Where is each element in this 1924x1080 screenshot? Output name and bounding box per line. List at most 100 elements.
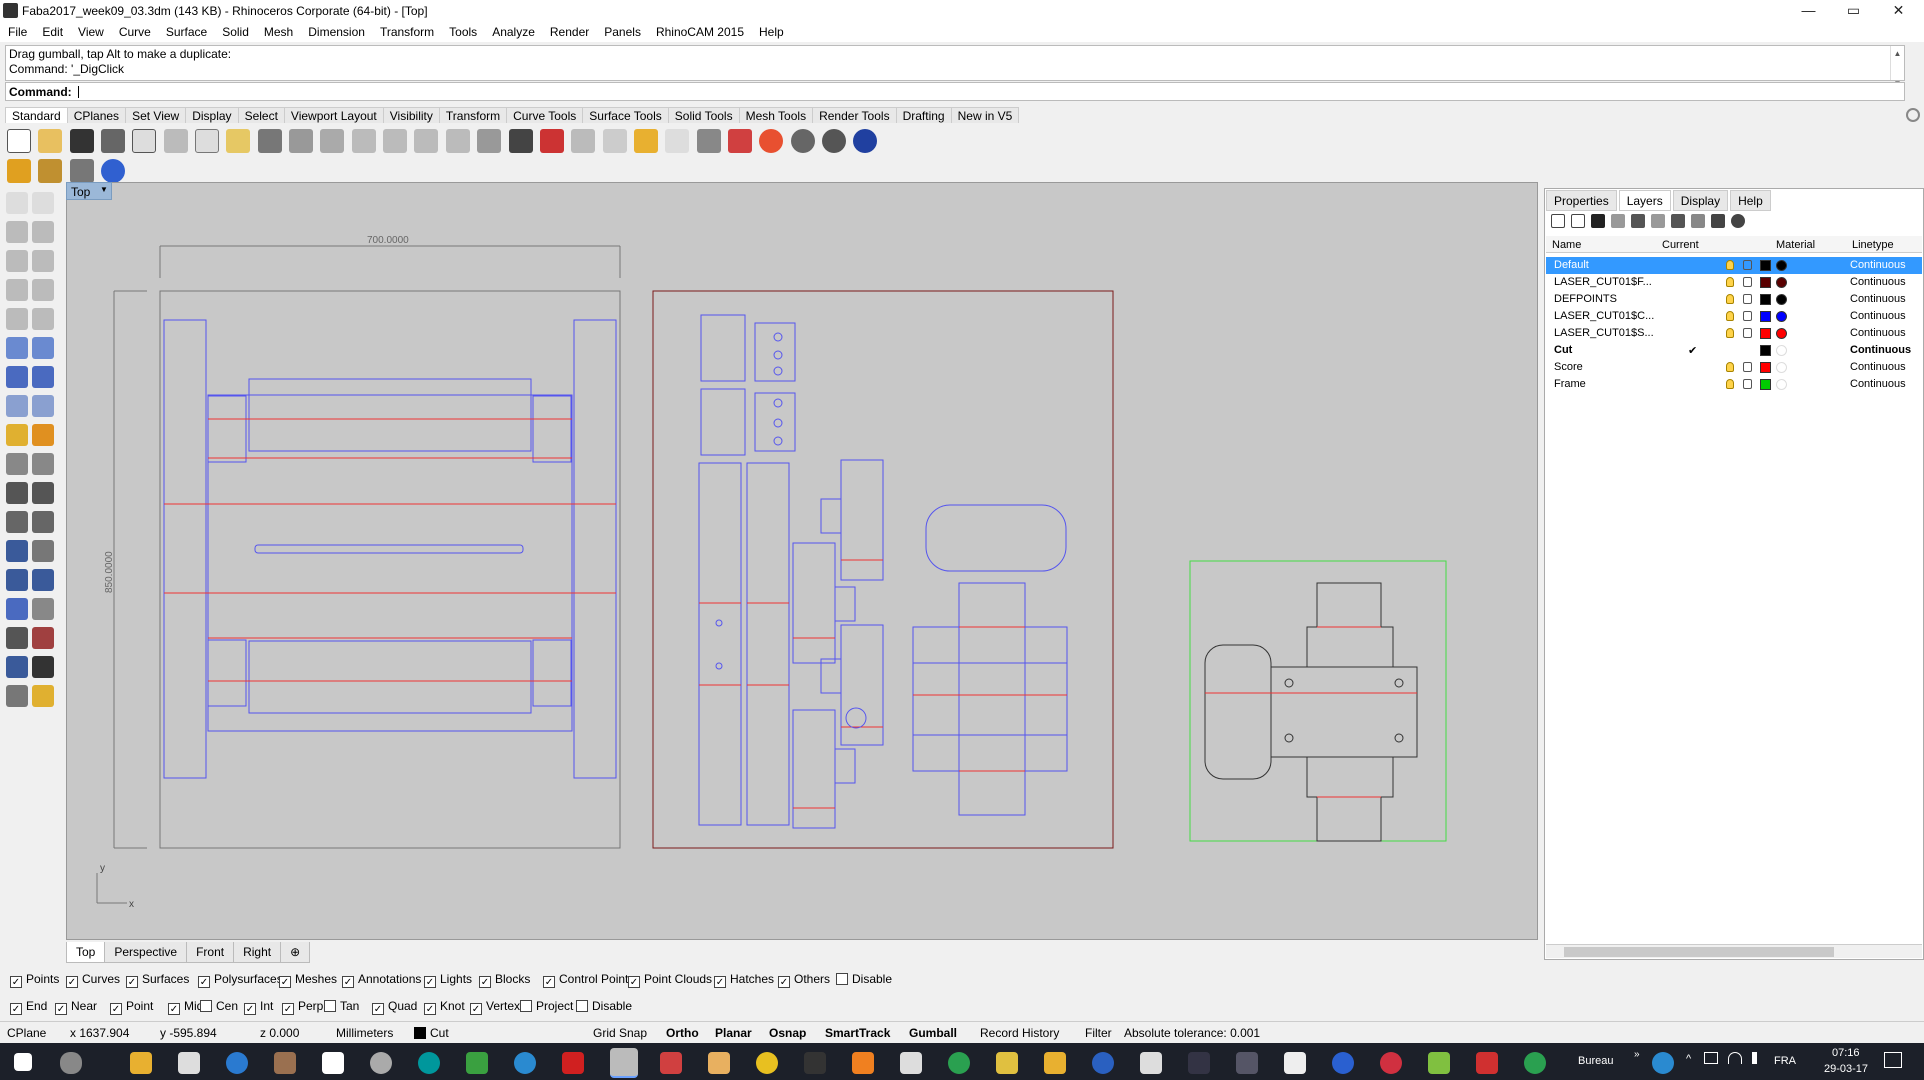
rendered-sphere-icon[interactable] [821,129,846,153]
tools-wrench-icon[interactable] [1711,214,1725,228]
analyze-icon[interactable] [6,656,28,678]
gumball-toggle[interactable]: Gumball [909,1026,958,1040]
material-icon[interactable] [32,685,54,707]
menu-curve[interactable]: Curve [118,25,151,39]
undo-view-icon[interactable] [477,129,502,153]
group-icon[interactable] [6,482,28,504]
gear-icon[interactable] [1906,108,1920,122]
zoom-selected-icon[interactable] [445,129,470,153]
menu-rhinocam[interactable]: RhinoCAM 2015 [655,25,745,39]
checkbox-icon[interactable]: ✓ [714,976,726,988]
lock-icon[interactable] [1743,379,1752,389]
rhino-taskbar-icon[interactable] [610,1048,638,1078]
checkbox-icon[interactable]: ✓ [424,1003,436,1015]
osnap-checkbox[interactable]: Cen [200,999,238,1013]
viewport-tab-front[interactable]: Front [186,942,235,963]
lock-icon[interactable] [696,129,721,153]
light-icon[interactable] [6,424,28,446]
extrude-icon[interactable] [6,598,28,620]
osnap-checkbox[interactable]: ✓Mid [168,999,203,1015]
tab-mesh-tools[interactable]: Mesh Tools [738,107,814,123]
restore-button[interactable]: ▭ [1846,2,1861,18]
app-icon[interactable] [370,1052,392,1074]
rotate-view-icon[interactable] [320,129,345,153]
zoom-window-icon[interactable] [383,129,408,153]
lightbulb-icon[interactable] [1726,260,1734,270]
menu-dimension[interactable]: Dimension [308,25,365,39]
layer-color-swatch[interactable] [1760,362,1771,373]
app-icon[interactable] [708,1052,730,1074]
checkbox-icon[interactable]: ✓ [66,976,78,988]
boolean-icon[interactable] [32,366,54,388]
update-icon[interactable] [1652,1052,1674,1074]
new-sublayer-icon[interactable] [1571,214,1585,228]
notifications-icon[interactable] [1884,1052,1902,1068]
zoom-icon[interactable] [351,129,376,153]
viewport-tab-top[interactable]: Top [66,942,106,963]
layer-help-icon[interactable] [1731,214,1745,228]
panel-tab-layers[interactable]: Layers [1618,190,1671,211]
current-layer[interactable]: Cut [430,1026,449,1040]
layer-name[interactable]: LASER_CUT01$F... [1554,276,1652,288]
layer-name[interactable]: LASER_CUT01$S... [1554,327,1654,339]
fillet-edge-icon[interactable] [32,511,54,533]
render-icon[interactable] [853,129,878,153]
app-icon[interactable] [996,1052,1018,1074]
app-icon[interactable] [514,1052,536,1074]
layer-color-swatch[interactable] [1760,277,1771,288]
tab-transform[interactable]: Transform [438,107,508,123]
tray-chevron-up-icon[interactable]: ^ [1686,1053,1692,1065]
four-viewports-icon[interactable] [508,129,533,153]
tab-viewport-layout[interactable]: Viewport Layout [283,107,384,123]
help-icon[interactable] [101,159,126,183]
smarttrack-toggle[interactable]: SmartTrack [825,1026,891,1040]
dimension-vertical[interactable] [113,290,147,849]
tab-solid-tools[interactable]: Solid Tools [667,107,740,123]
filter-checkbox[interactable]: ✓Hatches [714,972,774,988]
viewport-tab-right[interactable]: Right [233,942,282,963]
move-up-icon[interactable] [1611,214,1625,228]
app-icon[interactable] [1092,1052,1114,1074]
osnap-checkbox[interactable]: Project [520,999,573,1013]
checkbox-icon[interactable]: ✓ [55,1003,67,1015]
checkbox-icon[interactable]: ✓ [342,976,354,988]
menu-surface[interactable]: Surface [165,25,208,39]
lock-icon[interactable] [1743,294,1752,304]
layer-color-swatch[interactable] [1760,379,1771,390]
render-mesh-icon[interactable] [6,685,28,707]
cut-icon[interactable] [163,129,188,153]
app-icon[interactable] [1428,1052,1450,1074]
osnap-checkbox[interactable]: ✓End [10,999,47,1015]
column-linetype[interactable]: Linetype [1852,239,1894,251]
lightbulb-icon[interactable] [1726,294,1734,304]
filter-checkbox[interactable]: ✓Polysurfaces [198,972,283,988]
lock-icon[interactable] [1743,328,1752,338]
checkbox-icon[interactable]: ✓ [470,1003,482,1015]
properties-icon[interactable] [633,129,658,153]
layer-name[interactable]: Default [1554,259,1589,271]
osnap-checkbox[interactable]: Tan [324,999,359,1013]
checkbox-icon[interactable] [520,1000,532,1012]
menu-tools[interactable]: Tools [449,25,478,39]
tab-visibility[interactable]: Visibility [382,107,440,123]
material-sphere-icon[interactable] [1776,277,1787,288]
menu-panels[interactable]: Panels [604,25,641,39]
filter-icon[interactable] [7,159,31,183]
lock-icon[interactable] [1743,277,1752,287]
layer-linetype[interactable]: Continuous [1850,378,1906,390]
filter-checkbox[interactable]: ✓Point Clouds [628,972,712,988]
filter-toggle[interactable]: Filter [1085,1026,1112,1040]
filter-checkbox[interactable]: ✓Points [10,972,59,988]
import-icon[interactable] [132,129,157,153]
app-icon[interactable] [660,1052,682,1074]
filter-checkbox[interactable]: ✓Meshes [279,972,337,988]
add-viewport-tab-icon[interactable]: ⊕ [280,942,311,963]
clock-date[interactable]: 29-03-17 [1824,1063,1869,1075]
ortho-toggle[interactable]: Ortho [666,1026,699,1040]
circle-icon[interactable] [6,250,28,272]
lightbulb-icon[interactable] [1726,362,1734,372]
text-icon[interactable] [6,540,28,562]
filter-checkbox[interactable]: Disable [836,972,892,986]
tab-display[interactable]: Display [185,107,239,123]
